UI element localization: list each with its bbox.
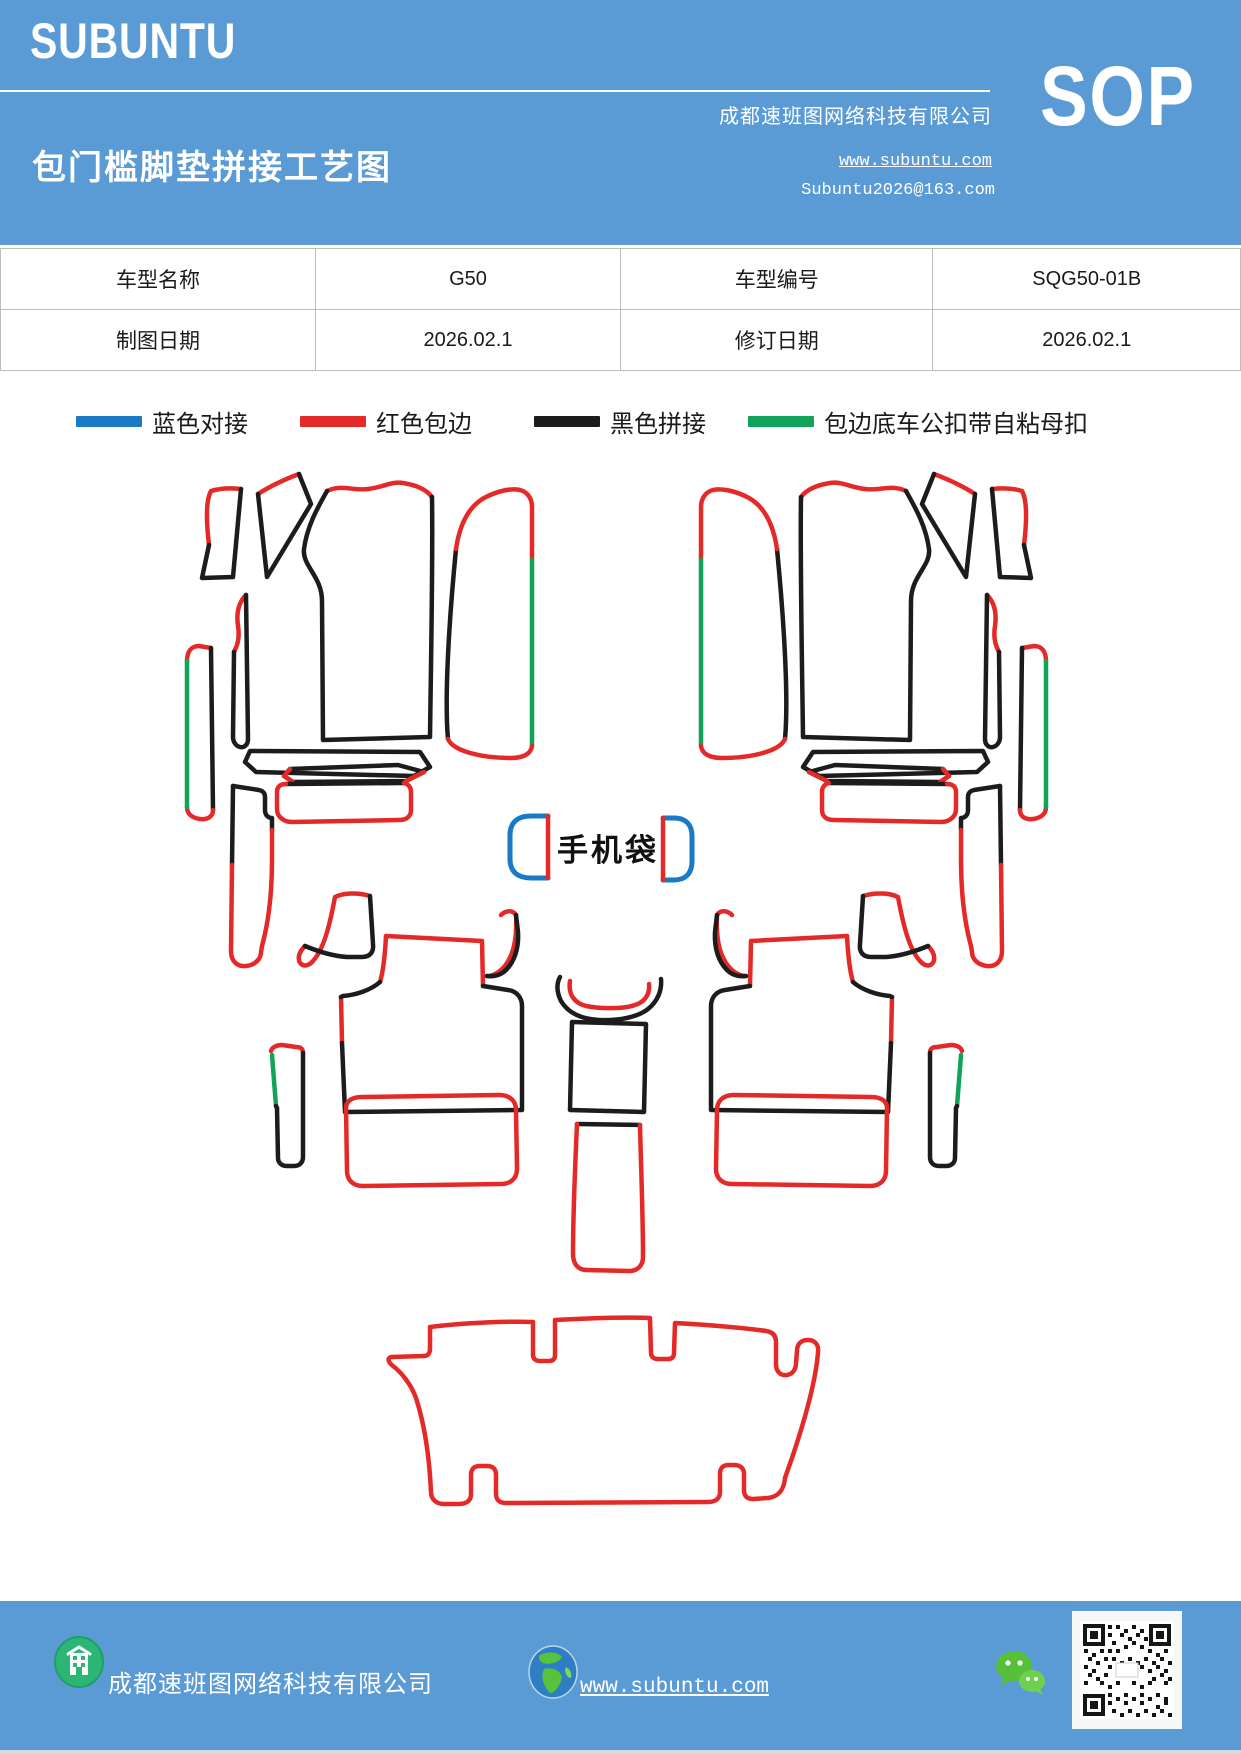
header-divider (0, 90, 990, 92)
page-header: SUBUNTU 成都速班图网络科技有限公司 SOP 包门槛脚垫拼接工艺图 www… (0, 0, 1241, 245)
legend-label: 黑色拼接 (610, 412, 706, 438)
console-trapezoid-piece (567, 1019, 649, 1115)
console-u-piece (555, 974, 664, 1023)
legend-item-blue: 蓝色对接 (76, 404, 248, 439)
header-email: Subuntu2026@163.com (801, 181, 995, 200)
revise-date-value: 2026.02.1 (932, 309, 1241, 371)
green-line-swatch (748, 416, 814, 427)
left-mat-group (184, 471, 535, 1189)
footer-bottom-strip (0, 1750, 1241, 1754)
red-rounded-bar (274, 780, 414, 825)
qr-code-pattern (1080, 1621, 1174, 1719)
draw-date-value: 2026.02.1 (314, 309, 621, 371)
legend: 蓝色对接 红色包边 黑色拼接 包边底车公扣带自粘母扣 (0, 404, 1241, 438)
outer-sill-strip (184, 643, 216, 822)
company-building-icon (54, 1636, 104, 1688)
table-row: 制图日期 2026.02.1 修订日期 2026.02.1 (0, 309, 1241, 371)
trunk-mat (386, 1315, 821, 1507)
small-green-strip (268, 1042, 306, 1169)
footer-website-link[interactable]: www.subuntu.com (580, 1676, 770, 1699)
triangle-flap-piece (255, 471, 314, 580)
legend-label: 红色包边 (376, 412, 472, 438)
cross-strip-lower (281, 762, 427, 785)
table-row: 车型名称 G50 车型编号 SQG50-01B (0, 248, 1241, 310)
header-website-link[interactable]: www.subuntu.com (838, 152, 992, 171)
header-company-name: 成都速班图网络科技有限公司 (719, 106, 992, 128)
wechat-icon (996, 1651, 1045, 1695)
page-title: 包门槛脚垫拼接工艺图 (32, 149, 392, 187)
front-main-mat (301, 480, 435, 743)
second-row-mat (338, 933, 525, 1115)
sop-badge: SOP (1040, 49, 1196, 143)
legend-label: 包边底车公扣带自粘母扣 (824, 412, 1088, 438)
vehicle-info-table: 车型名称 G50 车型编号 SQG50-01B 制图日期 2026.02.1 修… (0, 248, 1241, 371)
tunnel-strip (570, 1121, 646, 1274)
phone-bag-label: 手机袋 (557, 833, 659, 868)
legend-item-black: 黑色拼接 (534, 404, 706, 439)
hook-blade-piece (484, 909, 521, 979)
model-code-label: 车型编号 (619, 248, 934, 310)
legend-item-red: 红色包边 (300, 404, 472, 439)
cross-strip-upper (242, 748, 433, 779)
red-rounded-mat (343, 1092, 520, 1189)
small-pillar-piece (199, 486, 244, 581)
black-line-swatch (534, 416, 600, 427)
draw-date-label: 制图日期 (0, 309, 316, 371)
qr-code (1072, 1611, 1182, 1729)
legend-item-green: 包边底车公扣带自粘母扣 (748, 404, 1088, 439)
mat-cutting-diagram: 手机袋 (184, 471, 1241, 1507)
flank-piece (444, 487, 535, 761)
boot-piece (296, 891, 376, 968)
phone-bag: 手机袋 (507, 813, 695, 883)
model-name-value: G50 (314, 248, 621, 310)
globe-icon (528, 1645, 578, 1699)
footer-company-name: 成都速班图网络科技有限公司 (108, 1672, 433, 1698)
legend-label: 蓝色对接 (152, 412, 248, 438)
blue-line-swatch (76, 416, 142, 427)
right-mat-group (701, 474, 1046, 1186)
brand-logo: SUBUNTU (30, 13, 237, 69)
model-code-value: SQG50-01B (932, 248, 1241, 310)
model-name-label: 车型名称 (0, 248, 316, 310)
sliver-piece (230, 592, 251, 750)
red-line-swatch (300, 416, 366, 427)
revise-date-label: 修订日期 (619, 309, 934, 371)
door-sill-strip (228, 783, 275, 969)
